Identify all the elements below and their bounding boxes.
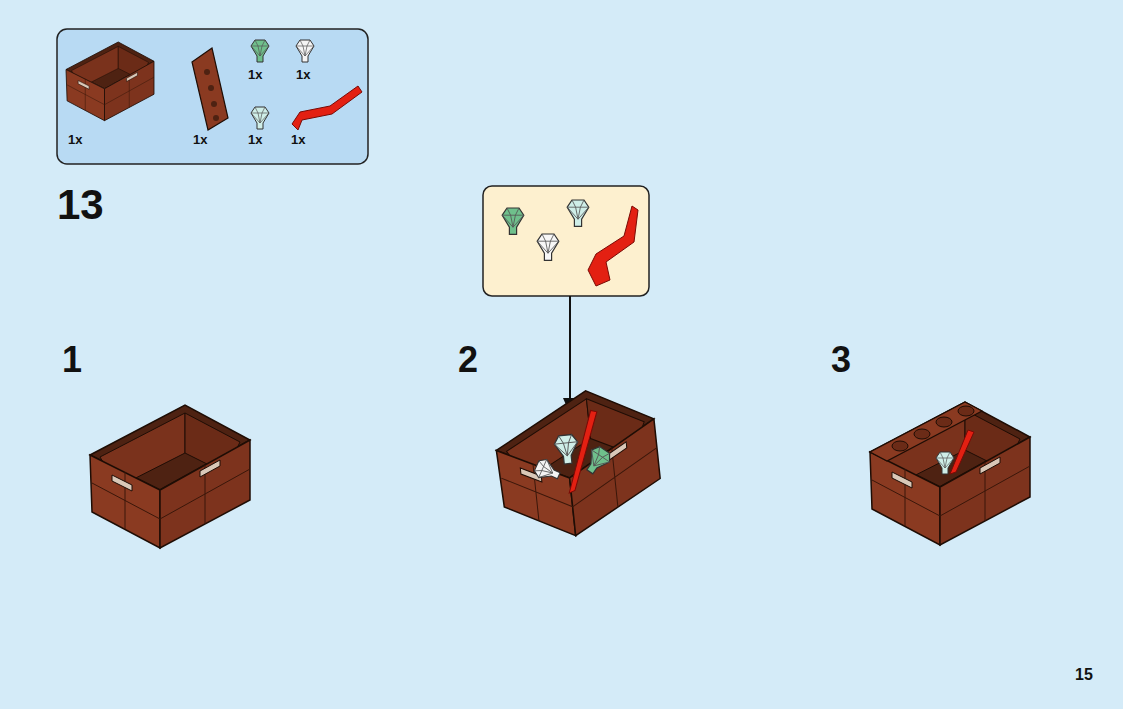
crate-part <box>66 42 154 121</box>
substep-number: 2 <box>458 342 478 378</box>
callout-box <box>483 186 649 296</box>
callout-aqua-gem <box>567 200 589 226</box>
page-number: 15 <box>1075 667 1093 683</box>
part-count: 1x <box>248 133 262 146</box>
filled-crate <box>491 384 665 543</box>
part-count: 1x <box>68 133 82 146</box>
substep-number: 3 <box>831 342 851 378</box>
parts-panel-bg <box>57 29 368 164</box>
white-gem-part <box>296 40 314 62</box>
callout-green-gem <box>502 208 524 234</box>
step-number: 13 <box>57 184 104 226</box>
callout-white-gem <box>537 234 559 260</box>
part-count: 1x <box>291 133 305 146</box>
wedge-part <box>192 48 228 130</box>
callout-ribbon <box>588 206 638 286</box>
parts-panel: 1x 1x 1x 1x 1x 1x <box>57 29 368 164</box>
aqua-gem-part <box>251 107 269 129</box>
part-count: 1x <box>193 133 207 146</box>
green-gem-part <box>251 40 269 62</box>
finished-crate <box>870 402 1030 545</box>
part-count: 1x <box>296 68 310 81</box>
part-count: 1x <box>248 68 262 81</box>
empty-crate <box>90 405 250 548</box>
substep-number: 1 <box>62 342 82 378</box>
ribbon-part <box>292 86 362 130</box>
arrow-line <box>569 296 571 402</box>
